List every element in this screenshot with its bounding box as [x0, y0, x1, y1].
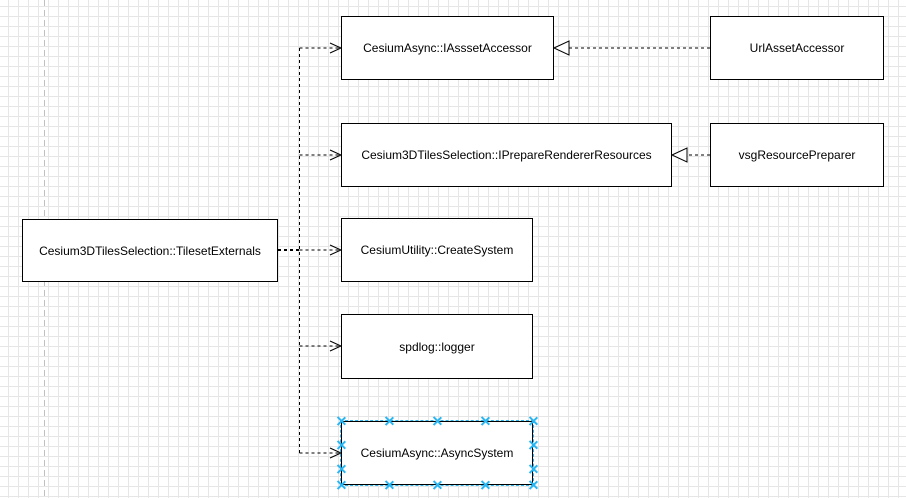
resize-handle-bottom[interactable]	[481, 481, 490, 490]
resize-handle-left[interactable]	[337, 441, 346, 450]
dependency-trunk[interactable]	[278, 48, 300, 453]
node-iprepare-renderer-resources[interactable]: Cesium3DTilesSelection::IPrepareRenderer…	[341, 123, 672, 187]
resize-handle-bottom-left[interactable]	[337, 481, 346, 490]
node-iasset-accessor[interactable]: CesiumAsync::IAsssetAccessor	[341, 16, 554, 80]
resize-handle-right[interactable]	[529, 465, 538, 474]
resize-handle-top[interactable]	[481, 417, 490, 426]
node-spdlog-logger[interactable]: spdlog::logger	[341, 314, 533, 379]
resize-handle-left[interactable]	[337, 465, 346, 474]
node-create-system[interactable]: CesiumUtility::CreateSystem	[341, 218, 533, 282]
node-url-asset-accessor[interactable]: UrlAssetAccessor	[710, 16, 884, 80]
node-vsg-resource-preparer[interactable]: vsgResourcePreparer	[710, 123, 884, 187]
resize-handle-top[interactable]	[433, 417, 442, 426]
resize-handle-bottom[interactable]	[433, 481, 442, 490]
resize-handle-bottom[interactable]	[385, 481, 394, 490]
dependency-arrow-iasset-accessor[interactable]	[299, 42, 343, 54]
resize-handle-bottom-right[interactable]	[529, 481, 538, 490]
node-label: UrlAssetAccessor	[749, 41, 845, 55]
node-label: vsgResourcePreparer	[738, 148, 856, 162]
dependency-arrow-async-system[interactable]	[299, 447, 343, 459]
resize-handle-right[interactable]	[529, 441, 538, 450]
node-label: Cesium3DTilesSelection::TilesetExternals	[39, 243, 261, 258]
node-label: Cesium3DTilesSelection::IPrepareRenderer…	[361, 148, 652, 162]
node-label: spdlog::logger	[399, 339, 475, 354]
dependency-arrow-iprepare-renderer-resources[interactable]	[299, 149, 343, 161]
resize-handle-top[interactable]	[385, 417, 394, 426]
dependency-arrow-create-system[interactable]	[299, 244, 343, 256]
resize-handle-top-right[interactable]	[529, 417, 538, 426]
node-tileset-externals[interactable]: Cesium3DTilesSelection::TilesetExternals	[22, 219, 278, 282]
node-async-system[interactable]: CesiumAsync::AsyncSystem	[340, 420, 534, 486]
realization-arrow-url-asset-accessor[interactable]	[552, 40, 710, 56]
resize-handle-top-left[interactable]	[337, 417, 346, 426]
dependency-arrow-spdlog-logger[interactable]	[299, 340, 343, 352]
realization-arrow-vsg-resource-preparer[interactable]	[670, 147, 710, 163]
node-label: CesiumAsync::IAsssetAccessor	[363, 41, 532, 55]
node-label: CesiumAsync::AsyncSystem	[360, 446, 514, 460]
node-label: CesiumUtility::CreateSystem	[360, 243, 514, 257]
